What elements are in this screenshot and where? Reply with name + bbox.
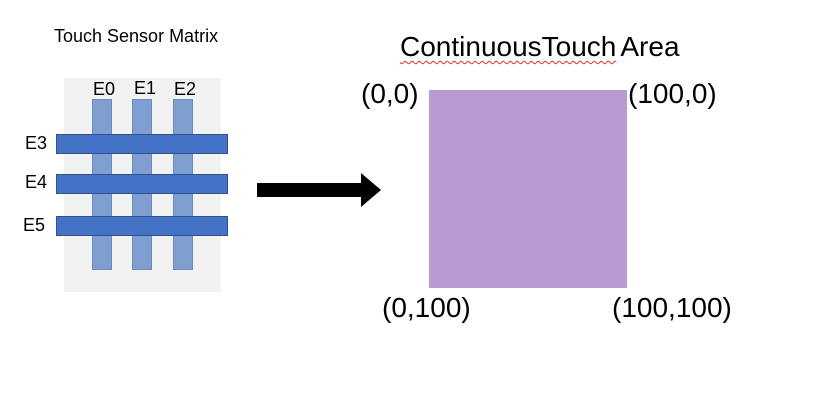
row-label-e5: E5 [23,215,46,235]
corner-label-bottom-left: (0,100) [382,292,471,323]
electrode-row-e4 [56,174,228,194]
column-label-e0: E0 [93,79,116,99]
area-title-word2: Area [620,31,680,62]
electrode-row-e3 [56,134,228,154]
row-label-e3: E3 [25,133,48,153]
column-label-e2: E2 [174,79,197,99]
row-label-e4: E4 [25,172,48,192]
electrode-row-e5 [56,216,228,236]
right-arrow-icon [257,173,381,207]
corner-label-bottom-right: (100,100) [612,292,732,323]
matrix-title: Touch Sensor Matrix [54,26,219,46]
column-label-e1: E1 [134,78,157,98]
area-title-word1: ContinuousTouch [400,31,617,62]
corner-label-top-right: (100,0) [628,78,717,109]
corner-label-top-left: (0,0) [361,78,419,109]
touch-area-square [429,90,627,288]
